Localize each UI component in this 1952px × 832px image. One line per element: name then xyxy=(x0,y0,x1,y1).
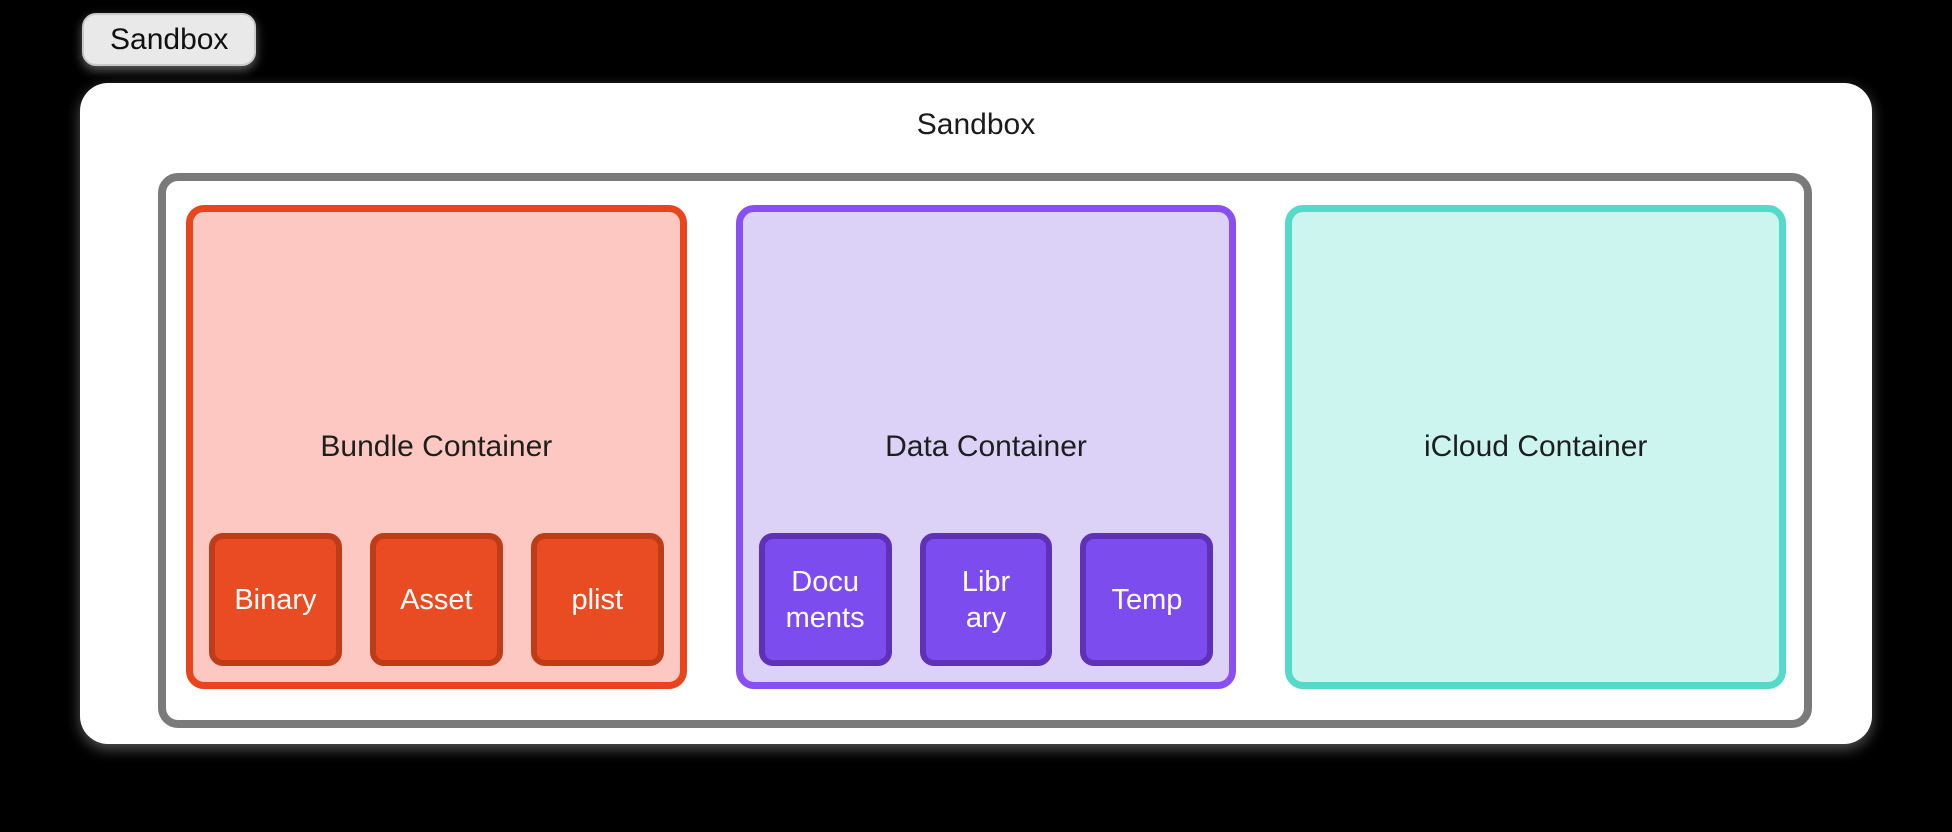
node-temp: Temp xyxy=(1080,533,1214,666)
node-library: Libr ary xyxy=(919,533,1053,666)
data-container-label: Data Container xyxy=(885,430,1087,463)
data-container-box: Data Container Docu ments Libr ary Temp xyxy=(735,205,1237,689)
icloud-container-label: iCloud Container xyxy=(1423,430,1648,463)
bundle-container-box: Bundle Container Binary Asset plist xyxy=(186,205,687,689)
sandbox-tab-badge: Sandbox xyxy=(82,13,257,66)
node-documents: Docu ments xyxy=(758,533,892,666)
node-binary: Binary xyxy=(209,533,342,666)
bundle-container-label: Bundle Container xyxy=(320,430,553,463)
sandbox-frame: Bundle Container Binary Asset plist Data… xyxy=(158,173,1812,728)
bundle-nodes-row: Binary Asset plist xyxy=(209,533,664,666)
diagram-title: Sandbox xyxy=(916,108,1036,141)
data-nodes-row: Docu ments Libr ary Temp xyxy=(758,533,1214,666)
icloud-container-box: iCloud Container xyxy=(1285,205,1787,689)
node-plist: plist xyxy=(530,533,664,666)
node-asset: Asset xyxy=(369,533,503,666)
sandbox-panel: Sandbox Bundle Container Binary Asset pl… xyxy=(80,83,1872,744)
